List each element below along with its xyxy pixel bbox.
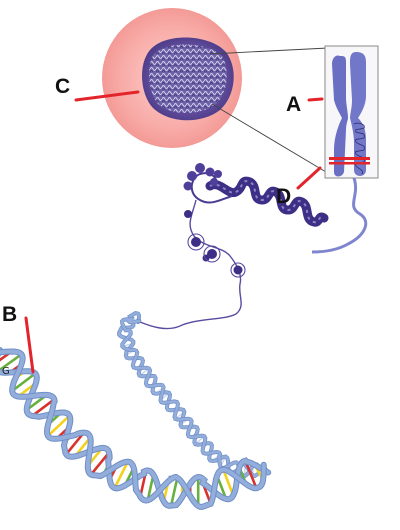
upper-helix-backbone-strand-2 <box>120 317 259 478</box>
lower-helix-base-pair <box>89 451 111 476</box>
bead-chain-top <box>183 163 222 191</box>
solenoid-highlights <box>209 180 325 224</box>
nucleosomes <box>184 210 243 275</box>
pointer-d <box>296 166 322 190</box>
chromosome-band-marker <box>329 157 370 160</box>
lower-helix-base-pair <box>11 372 37 392</box>
lower-helix-base-pair <box>65 431 85 456</box>
zoom-lines <box>209 47 329 173</box>
cell-graphic <box>102 8 242 148</box>
chromatid-left <box>332 55 348 177</box>
label-d: D <box>276 185 292 208</box>
lower-helix-base-pair <box>169 476 179 506</box>
lower-helix-base-pair <box>244 460 258 489</box>
fiber-tail <box>311 177 368 254</box>
upper-helix-backbone-strand-1 <box>117 311 259 478</box>
lower-helix-base-pair <box>31 398 56 417</box>
chromosome-graphic <box>329 52 370 177</box>
fiber-extended <box>139 199 242 330</box>
upper-helix-backbone-outline <box>120 317 259 479</box>
pointer-b <box>24 316 35 374</box>
lower-helix-backbone-strand-2 <box>0 349 266 509</box>
upper-helix-backbone-outline <box>117 310 259 479</box>
pointer-a <box>307 97 324 102</box>
label-a: A <box>286 93 302 116</box>
label-c: C <box>55 75 71 98</box>
nucleosome-loops <box>187 233 246 278</box>
chromosome-band-marker-2 <box>329 162 370 165</box>
dna-helix-graphic <box>0 310 272 510</box>
lower-helix-base-pair <box>113 461 129 489</box>
base-label-g: G <box>2 366 10 377</box>
solenoid-coil <box>205 176 329 227</box>
pointer-lines <box>24 90 324 374</box>
chromatin-fiber-graphic <box>139 163 368 330</box>
pointer-c <box>74 90 140 102</box>
lower-helix-base-pair <box>0 353 23 372</box>
lower-helix-base-pair <box>47 414 71 437</box>
chromatin-mass <box>149 44 227 113</box>
label-b: B <box>2 303 18 326</box>
lower-helix-base-pair <box>222 469 235 496</box>
